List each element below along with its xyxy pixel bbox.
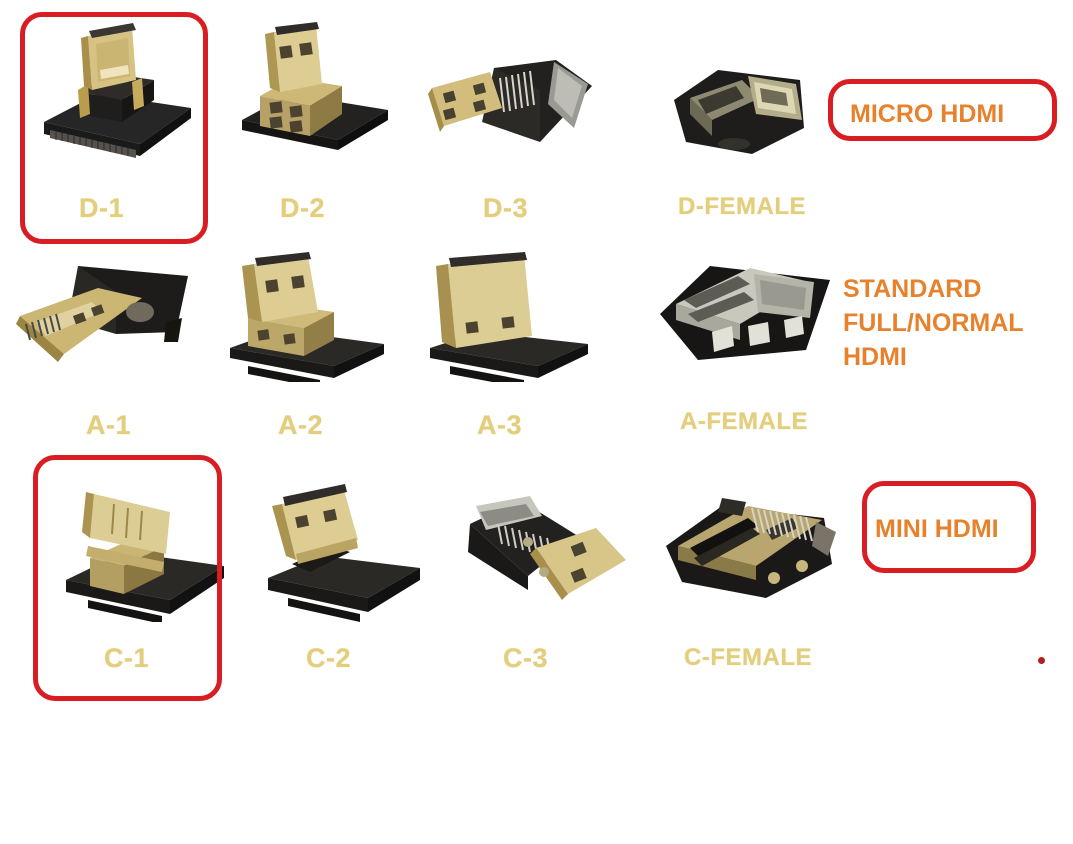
part-label-a-2: A-2: [278, 410, 324, 440]
part-label-d-3: D-3: [483, 193, 529, 223]
part-label-a-female: A-FEMALE: [680, 408, 808, 435]
part-label-c-female: C-FEMALE: [684, 644, 812, 671]
part-label-d-female: D-FEMALE: [678, 193, 806, 220]
connector-image-a-2: [222, 252, 397, 382]
category-label-standard-hdmi: STANDARD FULL/NORMAL HDMI: [843, 272, 1073, 374]
connector-image-c-3: [448, 490, 633, 610]
connector-image-d-1: [36, 22, 196, 172]
connector-image-a-female: [654, 258, 839, 373]
connector-image-c-2: [258, 482, 428, 622]
red-dot-marker: [1038, 657, 1045, 664]
annotation-box-micro-hdmi: [828, 79, 1057, 141]
category-line-2: FULL/NORMAL: [843, 309, 1024, 337]
category-line-3: HDMI: [843, 343, 907, 371]
category-line-1: STANDARD: [843, 275, 982, 303]
connector-image-a-1: [16, 262, 191, 377]
connector-image-d-3: [424, 56, 599, 161]
connector-image-a-3: [420, 252, 600, 382]
connector-image-d-2: [230, 22, 390, 162]
annotation-box-d-1: [20, 12, 208, 244]
connector-image-c-1: [58, 482, 228, 622]
part-label-a-3: A-3: [477, 410, 523, 440]
connector-image-c-female: [656, 484, 846, 609]
part-label-c-2: C-2: [306, 643, 352, 673]
annotation-box-c-1: [33, 455, 222, 701]
category-label-micro-hdmi: MICRO HDMI: [850, 100, 1005, 128]
part-label-a-1: A-1: [86, 410, 132, 440]
category-label-mini-hdmi: MINI HDMI: [875, 515, 999, 543]
part-label-c-3: C-3: [503, 643, 549, 673]
annotation-box-mini-hdmi: [862, 481, 1036, 573]
part-label-d-2: D-2: [280, 193, 326, 223]
part-label-d-1: D-1: [79, 193, 125, 223]
connector-image-d-female: [656, 58, 816, 163]
part-label-c-1: C-1: [104, 643, 150, 673]
